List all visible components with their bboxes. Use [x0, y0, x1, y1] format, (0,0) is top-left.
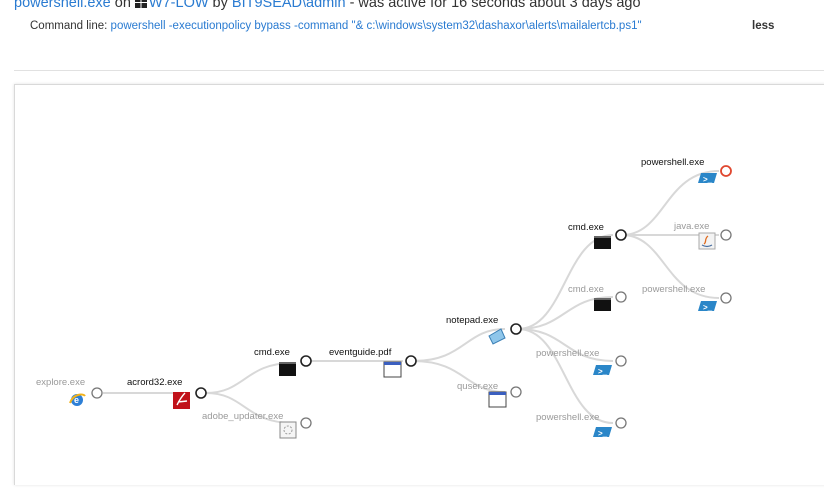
svg-text:>_: >_: [703, 175, 713, 184]
less-toggle[interactable]: less: [752, 20, 775, 32]
node-label-powershell-c: powershell.exe: [642, 284, 705, 295]
window-icon: [383, 361, 402, 378]
user-link[interactable]: BIT9SEAD\admin: [231, 0, 346, 11]
process-header: powershell.exe on W7-LOW by BIT9SEAD\adm…: [14, 0, 641, 11]
windows-icon: [134, 0, 147, 8]
edge-eventguide-notepad: [412, 328, 506, 362]
node-label-explore: explore.exe: [36, 377, 85, 388]
node-label-cmd1: cmd.exe: [254, 347, 290, 358]
node-label-cmd3: cmd.exe: [568, 284, 604, 295]
notepad-icon: [488, 328, 506, 345]
node-label-eventguide: eventguide.pdf: [329, 347, 392, 358]
window-icon: [488, 391, 507, 408]
powershell-icon: >_: [698, 301, 717, 312]
process-node-cmd1[interactable]: cmd.exe: [254, 347, 312, 376]
node-circle-cmd2[interactable]: [615, 229, 627, 241]
powershell-icon: >_: [593, 365, 612, 376]
process-tree-panel: explore.exe e acrord32.exe cmd.exe: [14, 84, 824, 485]
powershell-icon: >_: [698, 173, 717, 184]
edge-notepad-ps-b: [517, 328, 614, 424]
node-label-powershell-a: powershell.exe: [536, 348, 599, 359]
process-node-cmd2[interactable]: cmd.exe: [568, 222, 627, 249]
java-icon: [698, 232, 716, 250]
node-circle-eventguide[interactable]: [405, 355, 417, 367]
node-label-powershell-selected: powershell.exe: [641, 157, 704, 168]
console-icon: [594, 298, 611, 311]
svg-text:>_: >_: [598, 429, 608, 438]
powershell-icon: >_: [593, 427, 612, 438]
divider: [14, 70, 824, 71]
node-circle-cmd1[interactable]: [300, 355, 312, 367]
process-node-notepad[interactable]: notepad.exe: [446, 315, 522, 345]
node-circle-notepad[interactable]: [510, 323, 522, 335]
ie-icon: e: [69, 393, 86, 406]
process-node-quser[interactable]: quser.exe: [457, 381, 522, 408]
console-icon: [594, 236, 611, 249]
host-link[interactable]: W7-LOW: [148, 0, 209, 11]
process-link[interactable]: powershell.exe: [14, 0, 111, 11]
process-node-acrord32[interactable]: acrord32.exe: [127, 377, 207, 409]
process-node-eventguide[interactable]: eventguide.pdf: [329, 347, 417, 378]
node-label-quser: quser.exe: [457, 381, 498, 392]
node-label-notepad: notepad.exe: [446, 315, 498, 326]
edge-acrord32-adobe: [205, 392, 294, 424]
pdf-icon: [173, 392, 190, 409]
edge-notepad-cmd2: [517, 234, 614, 330]
svg-text:>_: >_: [598, 367, 608, 376]
on-text: on: [110, 0, 135, 11]
node-label-powershell-b: powershell.exe: [536, 412, 599, 423]
process-tree: explore.exe e acrord32.exe cmd.exe: [36, 157, 732, 439]
process-node-powershell-a[interactable]: powershell.exe >_: [536, 348, 627, 376]
process-node-adobe-updater[interactable]: adobe_updater.exe: [202, 411, 312, 439]
node-circle-powershell-a[interactable]: [615, 355, 627, 367]
edge-eventguide-quser: [412, 360, 506, 393]
activity-summary: - was active for 16 seconds about 3 days…: [345, 0, 641, 11]
edge-cmd2-ps-c: [621, 234, 720, 299]
node-circle-quser[interactable]: [510, 386, 522, 398]
process-node-java[interactable]: java.exe: [673, 221, 732, 250]
process-node-powershell-c[interactable]: powershell.exe >_: [642, 284, 732, 312]
process-node-powershell-b[interactable]: powershell.exe >_: [536, 412, 627, 438]
node-circle-powershell-selected[interactable]: [720, 165, 732, 177]
node-circle-java[interactable]: [720, 229, 732, 241]
node-circle-powershell-c[interactable]: [720, 292, 732, 304]
svg-text:e: e: [74, 395, 79, 405]
console-icon: [279, 362, 296, 376]
edge-notepad-ps-a: [517, 328, 614, 362]
node-circle-powershell-b[interactable]: [615, 417, 627, 429]
command-line-label: Command line:: [30, 20, 111, 32]
node-label-acrord32: acrord32.exe: [127, 377, 182, 388]
node-circle-explore[interactable]: [91, 387, 103, 399]
node-label-cmd2: cmd.exe: [568, 222, 604, 233]
svg-text:>_: >_: [703, 303, 713, 312]
command-line: Command line: powershell -executionpolic…: [30, 20, 642, 32]
node-circle-adobe-updater[interactable]: [300, 417, 312, 429]
by-text: by: [208, 0, 232, 11]
tree-edges: [103, 170, 720, 424]
updater-icon: [279, 421, 297, 439]
process-node-cmd3[interactable]: cmd.exe: [568, 284, 627, 311]
node-label-java: java.exe: [673, 221, 709, 232]
node-circle-acrord32[interactable]: [195, 387, 207, 399]
node-label-adobe-updater: adobe_updater.exe: [202, 411, 283, 422]
process-node-powershell-selected[interactable]: powershell.exe >_: [641, 157, 732, 184]
command-line-value[interactable]: powershell -executionpolicy bypass -comm…: [110, 20, 642, 32]
node-circle-cmd3[interactable]: [615, 291, 627, 303]
process-node-explore[interactable]: explore.exe e: [36, 377, 103, 406]
